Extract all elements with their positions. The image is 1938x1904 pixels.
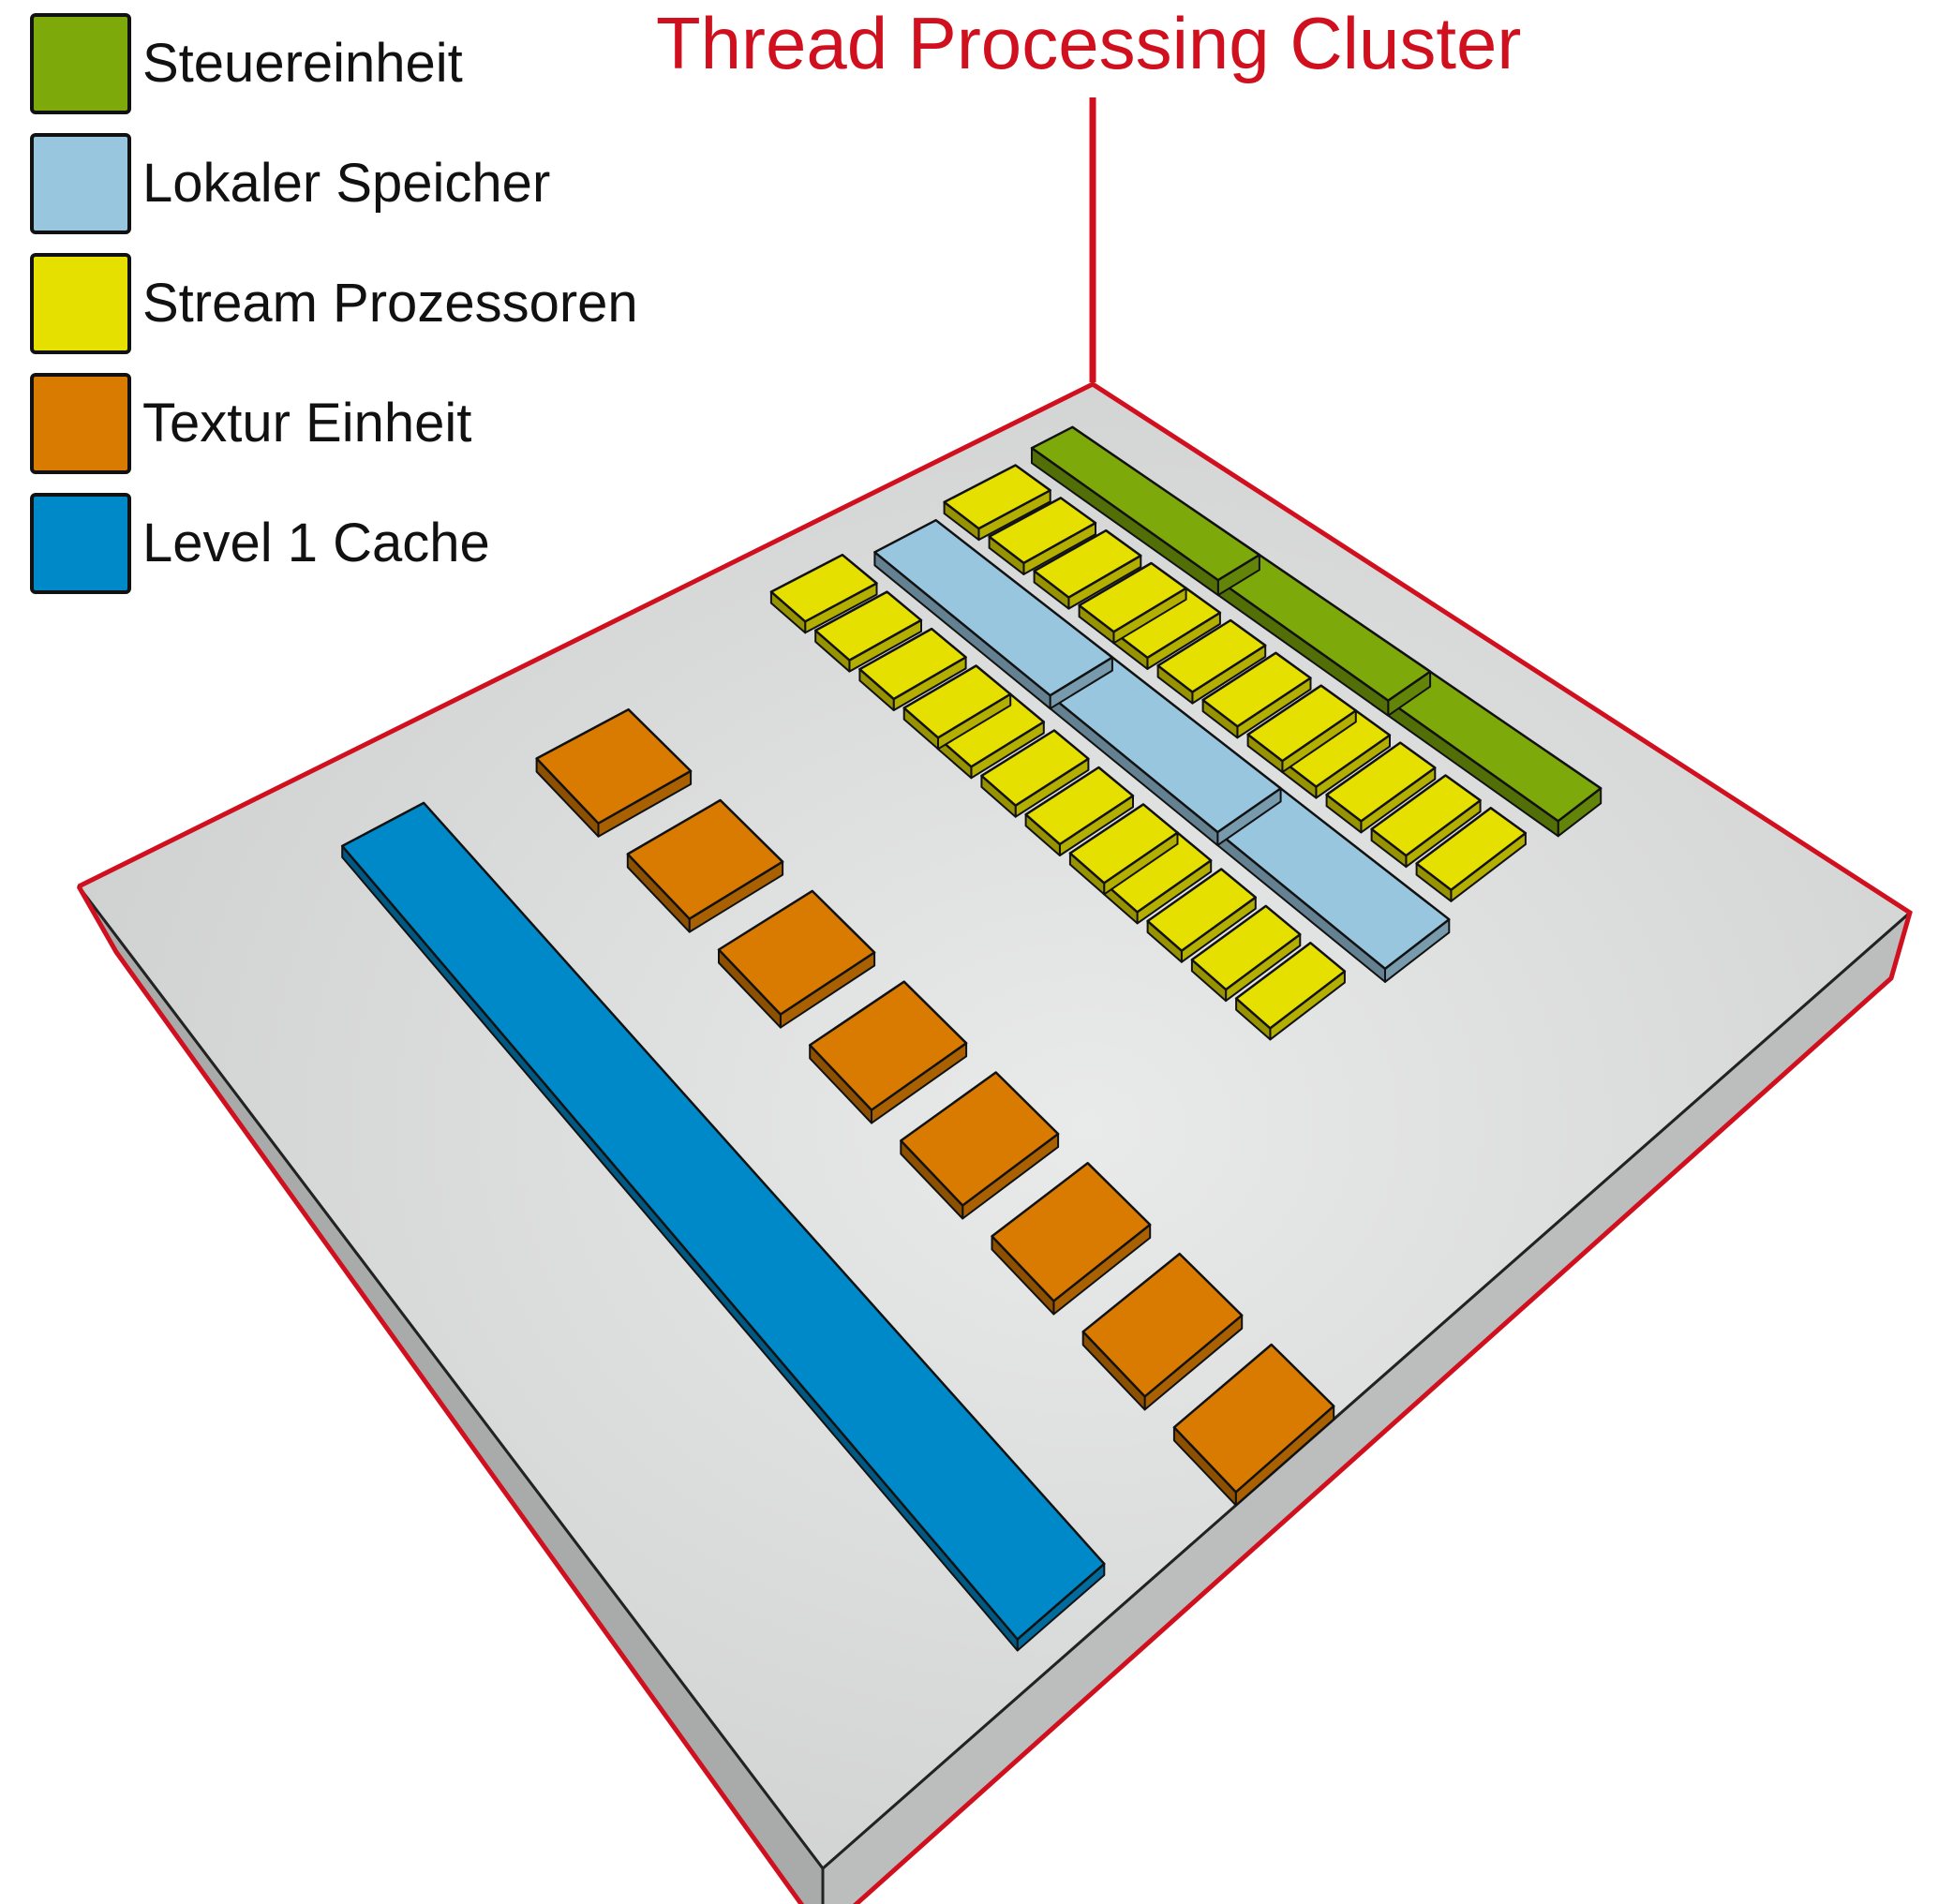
- texture-unit-2: [1081, 1252, 1244, 1411]
- cluster-1-sp-right-3: [858, 627, 967, 711]
- texture-unit-4-top: [900, 1071, 1060, 1207]
- cluster-3-sp-right-3: [1190, 904, 1302, 1003]
- legend-label-l1-cache: Level 1 Cache: [142, 513, 490, 573]
- cluster-2-sp-right-4-top: [1068, 803, 1179, 885]
- texture-unit-6: [717, 889, 876, 1029]
- cluster-2-sp-left-4: [1246, 684, 1358, 774]
- legend-label-local-memory: Lokaler Speicher: [142, 153, 551, 214]
- texture-unit-1-top: [1172, 1343, 1335, 1494]
- texture-unit-7: [626, 798, 784, 933]
- cluster-3-sp-right-2-top: [1146, 868, 1258, 952]
- cluster-1-sp-right-1: [769, 553, 878, 634]
- level-1-cache: [340, 801, 1106, 1652]
- cluster-1-sp-right-1-top: [769, 553, 878, 623]
- cluster-2-sp-left-4-top: [1246, 684, 1358, 763]
- cluster-2-sp-right-4: [1068, 803, 1179, 896]
- cluster-1-sp-right-2-top: [813, 590, 923, 662]
- legend-item-l1-cache: Level 1 Cache: [30, 493, 873, 602]
- cluster-3-sp-left-3: [1370, 774, 1482, 869]
- legend-item-stream-processors: Stream Prozessoren: [30, 253, 873, 362]
- cluster-1-sp-right-4-top: [902, 664, 1012, 739]
- cluster-1-local-memory-top: [873, 518, 1114, 697]
- cluster-1-sp-right-4: [902, 664, 1012, 751]
- legend-swatch-local-memory: [30, 133, 131, 234]
- cluster-3-sp-right-4-top: [1234, 942, 1347, 1030]
- cluster-1-control-unit-top: [1030, 425, 1261, 582]
- texture-unit-7-top: [626, 798, 784, 920]
- cluster-3-sp-left-4-top: [1415, 807, 1528, 892]
- legend-item-control-unit: Steuereinheit: [30, 13, 873, 122]
- cluster-1-sp-right-2: [813, 590, 923, 673]
- cluster-3-sp-left-3-top: [1370, 774, 1482, 857]
- texture-unit-2-top: [1081, 1252, 1244, 1398]
- cluster-2-sp-right-1: [935, 692, 1046, 780]
- cluster-3-sp-right-4: [1234, 942, 1347, 1041]
- legend-label-stream-processors: Stream Prozessoren: [142, 273, 638, 334]
- cluster-3-control-unit: [1370, 659, 1603, 838]
- legend-item-texture-unit: Textur Einheit: [30, 373, 873, 482]
- cluster-3-sp-left-2-top: [1325, 741, 1437, 823]
- cluster-2-sp-left-3: [1201, 651, 1312, 739]
- cluster-2-sp-left-2: [1156, 618, 1267, 705]
- cluster-2-sp-left-2-top: [1156, 618, 1267, 693]
- cluster-3-sp-left-2: [1325, 741, 1437, 834]
- texture-unit-3: [991, 1162, 1152, 1316]
- diagram-title: Thread Processing Cluster: [656, 2, 1522, 84]
- cluster-3-sp-right-3-top: [1190, 904, 1302, 991]
- cluster-3-sp-left-1: [1280, 708, 1392, 799]
- texture-unit-6-top: [717, 889, 876, 1016]
- cluster-1-sp-left-2-top: [988, 497, 1097, 565]
- cluster-2-sp-right-3-top: [1024, 766, 1135, 846]
- legend-label-control-unit: Steuereinheit: [142, 33, 463, 94]
- texture-unit-5: [808, 980, 968, 1124]
- cluster-3-sp-right-2: [1146, 868, 1258, 963]
- legend-item-local-memory: Lokaler Speicher: [30, 133, 873, 242]
- cluster-1-sp-left-4-top: [1078, 561, 1187, 633]
- cluster-2-sp-right-2-top: [980, 729, 1090, 807]
- cluster-1-sp-left-1: [943, 464, 1051, 542]
- cluster-1-sp-right-3-top: [858, 627, 967, 701]
- chip-blocks: [340, 425, 1603, 1652]
- cluster-1-local-memory: [873, 518, 1114, 710]
- board-outline: [76, 381, 1913, 1904]
- level-1-cache-top: [340, 801, 1106, 1641]
- cluster-3-sp-left-4: [1415, 807, 1528, 902]
- cluster-1-sp-left-3-top: [1033, 528, 1142, 599]
- legend-label-texture-unit: Textur Einheit: [142, 393, 472, 454]
- texture-unit-8: [535, 707, 693, 838]
- cluster-1-sp-left-4: [1078, 561, 1187, 645]
- cluster-2-sp-left-1: [1111, 586, 1222, 670]
- legend-swatch-stream-processors: [30, 253, 131, 354]
- cluster-2-sp-right-3: [1024, 766, 1135, 856]
- cluster-1-sp-left-2: [988, 497, 1097, 575]
- texture-unit-8-top: [535, 707, 693, 825]
- texture-unit-1: [1172, 1343, 1335, 1507]
- legend-swatch-texture-unit: [30, 373, 131, 474]
- legend-swatch-l1-cache: [30, 493, 131, 594]
- cluster-1-sp-left-3: [1033, 528, 1142, 610]
- texture-unit-4: [900, 1071, 1060, 1220]
- cluster-2-sp-right-2: [980, 729, 1090, 818]
- texture-unit-5-top: [808, 980, 968, 1111]
- legend-swatch-control-unit: [30, 13, 131, 114]
- texture-unit-3-top: [991, 1162, 1152, 1302]
- cluster-2-sp-left-3-top: [1201, 651, 1312, 728]
- cluster-1-control-unit: [1030, 425, 1261, 597]
- cluster-1-sp-left-1-top: [943, 464, 1051, 530]
